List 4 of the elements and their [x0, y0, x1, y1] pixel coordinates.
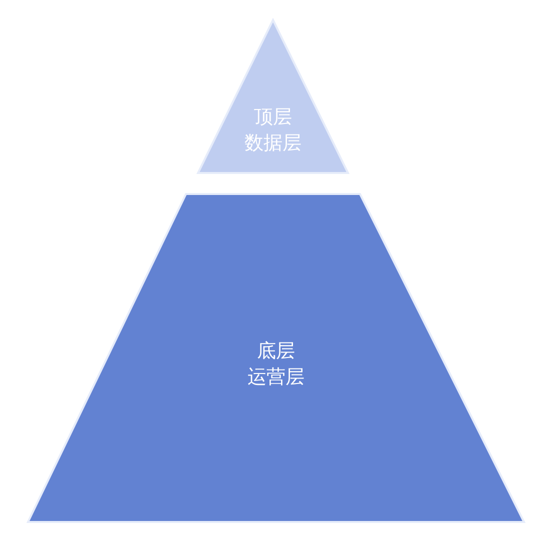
layer-label: 顶层 — [254, 105, 292, 130]
layer-label: 底层 — [257, 339, 295, 364]
layer-label: 数据层 — [244, 131, 302, 156]
layer-label: 运营层 — [248, 365, 304, 390]
